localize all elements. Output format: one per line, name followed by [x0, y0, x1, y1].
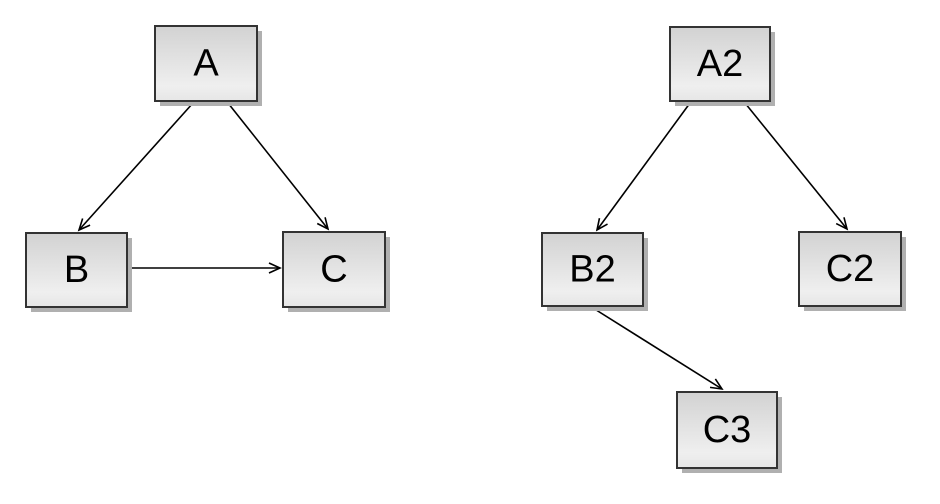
node-box [154, 25, 258, 102]
edge-A2-B2 [595, 102, 691, 232]
node-B: B [25, 232, 132, 312]
node-box [541, 232, 644, 307]
triangle-graph: A B C [25, 25, 390, 312]
node-label: B2 [569, 249, 615, 291]
node-box [25, 232, 128, 308]
node-label: B [64, 249, 89, 291]
node-label: C3 [703, 409, 752, 451]
node-A: A [154, 25, 262, 106]
edge-B2-C3 [592, 307, 724, 391]
node-label: C [320, 249, 347, 291]
edge-A2-C2 [744, 102, 849, 231]
edge-A-B [77, 102, 194, 232]
node-box [669, 26, 771, 102]
node-C: C [282, 231, 390, 312]
node-box [282, 231, 386, 308]
node-C3: C3 [676, 391, 782, 473]
edge-A-C [227, 102, 330, 231]
node-box [798, 231, 902, 307]
node-label: A2 [697, 43, 743, 85]
node-A2: A2 [669, 26, 775, 106]
node-box [676, 391, 778, 469]
node-label: A [193, 43, 219, 85]
node-label: C2 [826, 248, 875, 290]
node-C2: C2 [798, 231, 906, 311]
node-B2: B2 [541, 232, 648, 311]
